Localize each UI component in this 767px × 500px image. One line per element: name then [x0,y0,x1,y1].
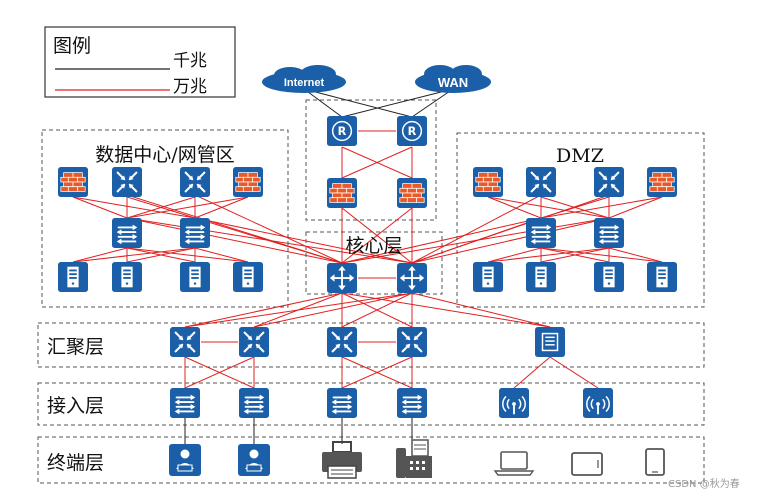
core-switch-icon [396,263,428,293]
zone-access [37,382,705,426]
router-icon [397,116,427,146]
aggregation-zone-label: 汇聚层 [47,336,104,358]
pc-user-icon [238,444,270,476]
firewall-icon [646,167,678,197]
terminal-zone-label: 终端层 [47,452,104,474]
l3-switch-icon [396,327,428,357]
server-icon [594,262,624,292]
zone-borders [37,99,705,484]
firewall-icon [472,167,504,197]
core-zone-label: 核心层 [345,235,402,257]
l2-switch-icon [326,388,358,418]
l2-switch-icon [179,218,211,248]
wireless-controller-icon [534,327,566,357]
zone-datacenter [41,129,289,308]
l2-switch-icon [525,218,557,248]
l2-switch-icon [238,388,270,418]
l3-switch-icon [169,327,201,357]
legend-label-gigabit: 千兆 [173,51,207,71]
legend-label-10gigabit: 万兆 [173,77,207,97]
dmz-zone-label: DMZ [556,145,604,167]
l3-switch-icon [525,167,557,197]
l3-switch-icon [179,167,211,197]
firewall-icon [232,167,264,197]
printer-icon [322,441,362,479]
wan-label: WAN [438,75,468,90]
server-icon [233,262,263,292]
firewall-icon [57,167,89,197]
zone-edge [305,99,437,221]
server-icon [473,262,503,292]
zone-aggregation [37,322,705,368]
l3-switch-icon [326,327,358,357]
pc-user-icon [169,444,201,476]
l3-switch-icon [593,167,625,197]
watermark: CSDN @秋为春 [668,477,740,490]
fax-machine-icon [396,439,432,478]
legend: 图例 千兆 万兆 [44,26,236,98]
legend-box [44,26,236,98]
l3-switch-icon [111,167,143,197]
wireless-ap-icon [498,388,530,418]
access-zone-label: 接入层 [47,395,104,417]
zone-core [305,231,443,295]
internet-cloud: Internet [262,65,346,93]
l2-switch-icon [111,218,143,248]
router-icon [327,116,357,146]
firewall-icon [397,178,427,208]
server-icon [526,262,556,292]
server-icon [647,262,677,292]
links [72,88,663,444]
l2-switch-icon [593,218,625,248]
laptop-icon [493,451,535,476]
l2-switch-icon [396,388,428,418]
firewall-icon [327,178,357,208]
smartphone-icon [645,448,665,476]
zone-terminal [37,436,705,484]
legend-title: 图例 [53,35,91,57]
server-icon [58,262,88,292]
internet-label: Internet [284,77,325,89]
wan-cloud: WAN [415,65,491,93]
server-icon [112,262,142,292]
l2-switch-icon [169,388,201,418]
wireless-ap-icon [582,388,614,418]
datacenter-zone-label: 数据中心/网管区 [95,144,234,166]
tablet-icon [571,452,603,476]
server-icon [180,262,210,292]
core-switch-icon [326,263,358,293]
l3-switch-icon [238,327,270,357]
